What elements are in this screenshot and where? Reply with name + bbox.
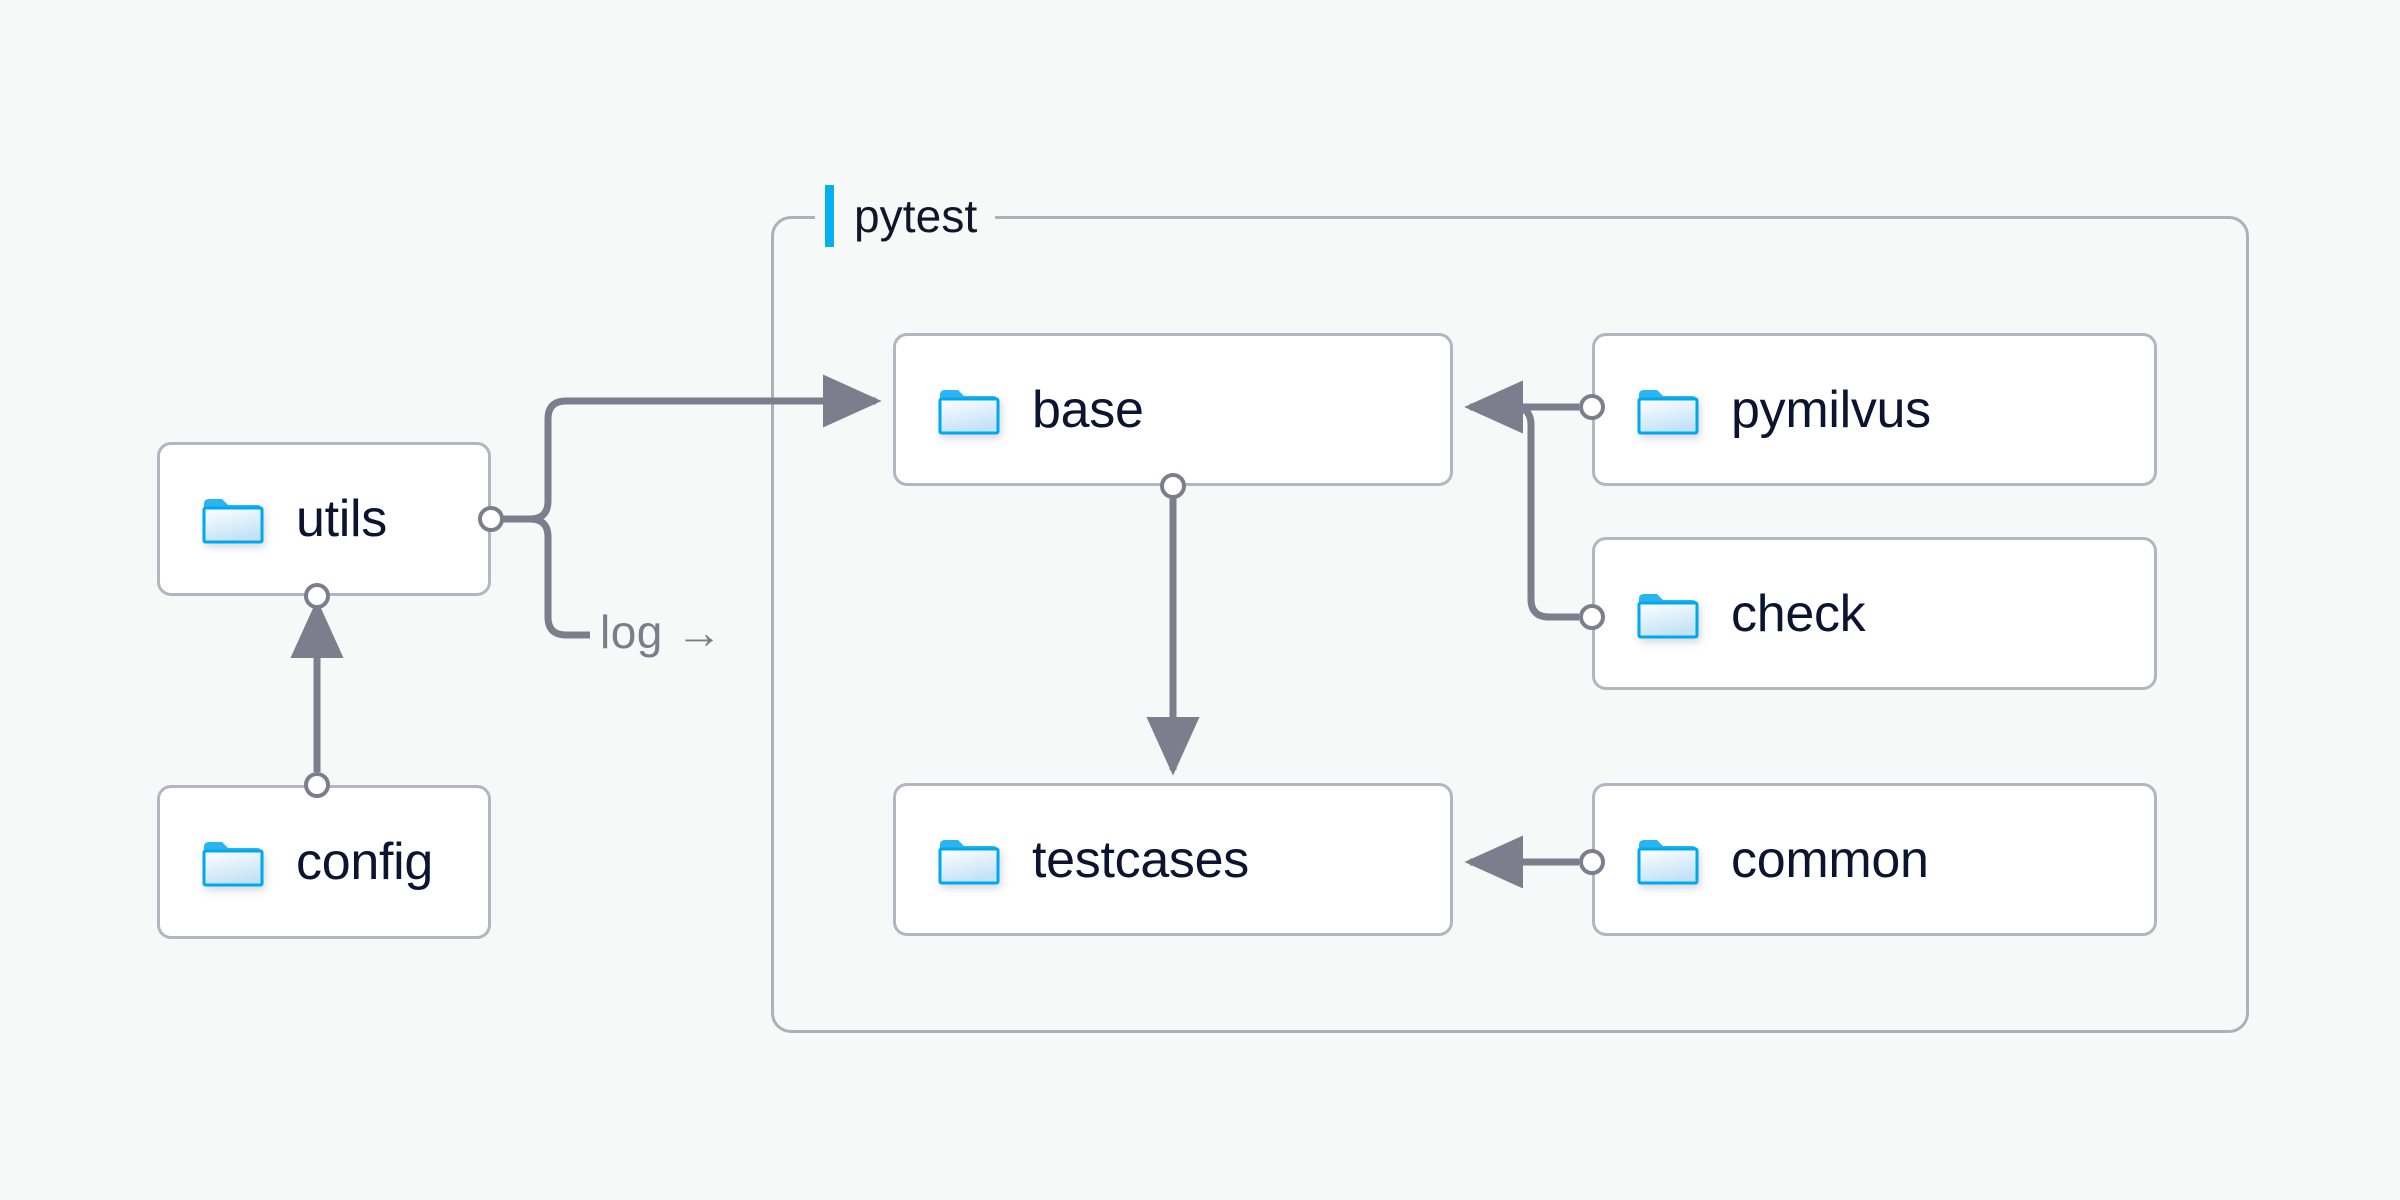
folder-icon [938, 385, 1000, 435]
node-label: pymilvus [1731, 380, 1931, 439]
port-common-left[interactable] [1579, 849, 1605, 875]
node-label: base [1032, 380, 1144, 439]
vertical-bar-accent-icon [825, 185, 834, 247]
folder-icon [1637, 385, 1699, 435]
node-common[interactable]: common [1592, 783, 2157, 936]
edge-utils-to-log [491, 515, 590, 639]
node-config[interactable]: config [157, 785, 491, 939]
node-pymilvus[interactable]: pymilvus [1592, 333, 2157, 486]
folder-icon [202, 494, 264, 544]
node-label: config [296, 833, 433, 891]
node-label: utils [296, 490, 387, 548]
node-check[interactable]: check [1592, 537, 2157, 690]
edge-label-log: log → [600, 606, 723, 658]
node-label: check [1731, 584, 1866, 643]
node-label: common [1731, 830, 1929, 889]
group-title: pytest [854, 190, 978, 242]
node-base[interactable]: base [893, 333, 1453, 486]
folder-icon [1637, 589, 1699, 639]
group-header-pytest: pytest [815, 178, 996, 254]
folder-icon [938, 835, 1000, 885]
node-utils[interactable]: utils [157, 442, 491, 596]
group-container-pytest[interactable] [771, 216, 2249, 1033]
port-config-top[interactable] [304, 772, 330, 798]
port-utils-bottom[interactable] [304, 583, 330, 609]
folder-icon [202, 837, 264, 887]
folder-icon [1637, 835, 1699, 885]
port-check-left[interactable] [1579, 604, 1605, 630]
node-label: testcases [1032, 830, 1249, 889]
node-testcases[interactable]: testcases [893, 783, 1453, 936]
port-pymilvus-left[interactable] [1579, 394, 1605, 420]
port-base-bottom[interactable] [1160, 473, 1186, 499]
port-utils-right[interactable] [478, 506, 504, 532]
